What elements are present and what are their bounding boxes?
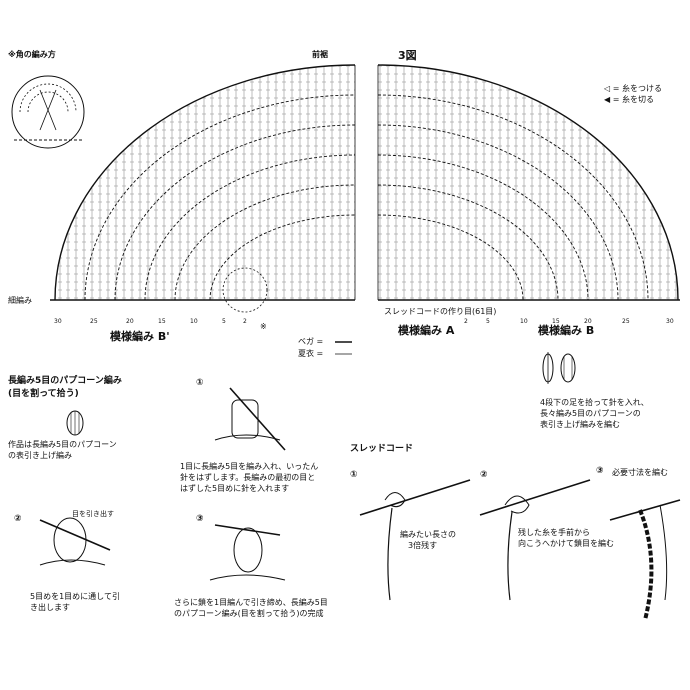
popcorn-symbol-icon: [66, 410, 84, 436]
thread-step2-text-2: 向こうへかけて鎖目を編む: [518, 539, 614, 548]
thread-cord-foundation-label: スレッドコードの作り目(61目): [384, 307, 497, 316]
popcorn-step3-text-1: さらに鎖を1目編んで引き締め、長編み5目: [174, 598, 328, 607]
right-tick: 25: [622, 318, 630, 325]
left-tick: 25: [90, 318, 98, 325]
vest-legend-label: ベガ =: [298, 337, 324, 346]
left-tick: 10: [190, 318, 198, 325]
left-tick: 30: [54, 318, 62, 325]
popcorn-step2-illustration: [39, 517, 111, 566]
right-tick: 30: [666, 318, 674, 325]
popcorn-step3-illustration: [209, 524, 286, 581]
popcorn-step3-number: ③: [196, 514, 204, 524]
left-tick: 15: [158, 318, 166, 325]
popcorn-step2-text-2: き出します: [30, 603, 70, 612]
pattern-a-label: 模様編み A: [398, 324, 455, 337]
popcorn-step1-text-2: 針をはずします。長編みの最初の目と: [180, 473, 316, 482]
popcorn-step1-number: ①: [196, 378, 204, 388]
right-fan-chart: [377, 64, 680, 301]
thread-step1-text-1: 編みたい長さの: [400, 530, 456, 539]
right-tick: 2: [464, 318, 468, 325]
popcorn-step1-illustration: [214, 387, 286, 451]
popcorn-note-2: の表引き上げ編み: [8, 451, 72, 460]
right-tick: 5: [486, 318, 490, 325]
right-tick: 20: [584, 318, 592, 325]
figure-title: 3図: [398, 49, 417, 62]
post-stitch-note-1: 4段下の足を拾って針を入れ、: [540, 398, 649, 407]
thread-step1-illustration: [359, 479, 471, 601]
pattern-b-prime-label: 模様編み B': [110, 330, 170, 343]
front-hem-label: 前裾: [312, 50, 328, 59]
popcorn-step3-text-2: のパプコーン編み(目を割って拾う)の完成: [174, 609, 324, 618]
corner-label: ※角の編み方: [8, 50, 56, 59]
popcorn-title-2: (目を割って拾う): [8, 389, 79, 399]
thread-step1-text-2: 3倍残す: [408, 541, 438, 550]
legend-attach: ◁ = 糸をつける: [604, 84, 662, 93]
summer-legend-label: 夏衣 =: [298, 349, 324, 358]
post-stitch-icons: [542, 352, 576, 384]
legend-cut: ◀ = 糸を切る: [604, 95, 654, 104]
popcorn-note-1: 作品は長編み5目のパプコーン: [8, 440, 117, 449]
left-tick: 2: [243, 318, 247, 325]
popcorn-title-1: 長編み5目のパプコーン編み: [8, 376, 122, 386]
left-tick: 5: [222, 318, 226, 325]
left-chart-mark: ※: [260, 322, 267, 331]
right-tick: 10: [520, 318, 528, 325]
post-stitch-note-3: 表引き上げ編みを編む: [540, 420, 620, 429]
popcorn-step1-text-3: はずした5目めに針を入れます: [180, 484, 290, 493]
corner-detail-circle: [11, 75, 85, 149]
thread-step2-text-1: 残した糸を手前から: [518, 528, 590, 537]
thread-cord-title: スレッドコード: [350, 444, 414, 454]
thread-step3-illustration: [609, 499, 681, 621]
popcorn-step1-text-1: 1目に長編み5目を編み入れ、いったん: [180, 462, 319, 471]
left-tick: 20: [126, 318, 134, 325]
popcorn-step2-number: ②: [14, 514, 22, 524]
single-crochet-label: 細編み: [8, 296, 32, 305]
thread-step2-number: ②: [480, 470, 488, 480]
thread-step3-number: ③: [596, 466, 604, 476]
popcorn-step2-arrow-label: 目を引き出す: [72, 510, 114, 518]
post-stitch-note-2: 長々編み5目のパプコーンの: [540, 409, 641, 418]
thread-step3-text: 必要寸法を編む: [612, 468, 668, 477]
thread-step1-number: ①: [350, 470, 358, 480]
right-tick: 15: [552, 318, 560, 325]
thread-step2-illustration: [479, 479, 591, 601]
popcorn-step2-text-1: 5目めを1目めに通して引: [30, 592, 120, 601]
left-fan-chart: [50, 64, 356, 313]
pattern-b-label: 模様編み B: [538, 324, 595, 337]
